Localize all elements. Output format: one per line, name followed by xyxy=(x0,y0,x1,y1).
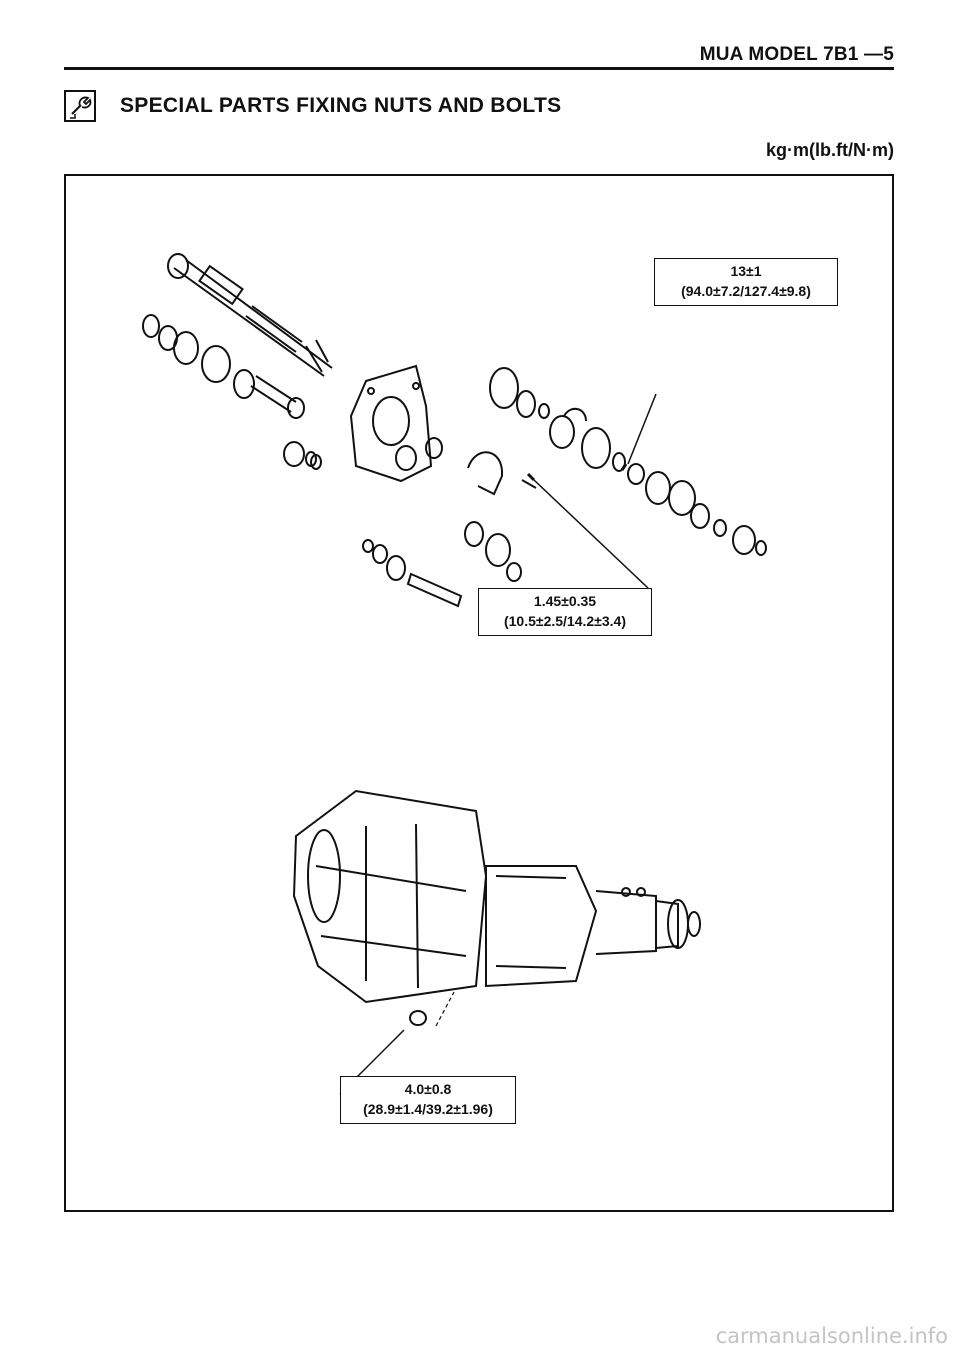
torque-value: 13±1 xyxy=(730,263,762,279)
page-reference: MUA MODEL 7B1 —5 xyxy=(699,44,894,65)
torque-value: 4.0±0.8 xyxy=(404,1081,452,1097)
torque-conversion: (10.5±2.5/14.2±3.4) xyxy=(503,613,626,629)
wrench-icon xyxy=(64,90,96,122)
torque-callout-top: 13±1 (94.0±7.2/127.4±9.8) xyxy=(654,258,838,306)
section-heading: SPECIAL PARTS FIXING NUTS AND BOLTS xyxy=(64,88,561,124)
mainshaft-drawing xyxy=(142,253,333,470)
units-label: kg·m(lb.ft/N·m) xyxy=(766,140,894,160)
adapter-plate-drawing xyxy=(305,364,443,483)
torque-value: 1.45±0.35 xyxy=(533,593,597,609)
watermark-text: carmanualsonline.info xyxy=(715,1324,948,1348)
reverse-idler-drawing xyxy=(362,521,522,608)
section-title: SPECIAL PARTS FIXING NUTS AND BOLTS xyxy=(120,94,562,117)
countershaft-drawing xyxy=(467,367,767,556)
header-rule xyxy=(64,67,894,70)
torque-conversion: (28.9±1.4/39.2±1.96) xyxy=(363,1101,493,1117)
torque-conversion: (94.0±7.2/127.4±9.8) xyxy=(681,283,811,299)
exploded-parts-illustration xyxy=(142,253,767,1095)
transmission-assembly-drawing xyxy=(292,789,701,1026)
torque-callout-middle: 1.45±0.35 (10.5±2.5/14.2±3.4) xyxy=(478,588,652,636)
torque-callout-bottom: 4.0±0.8 (28.9±1.4/39.2±1.96) xyxy=(340,1076,516,1124)
page-header: MUA MODEL 7B1 —5 xyxy=(64,44,894,70)
figure-frame: 13±1 (94.0±7.2/127.4±9.8) 1.45±0.35 (10.… xyxy=(64,174,894,1212)
